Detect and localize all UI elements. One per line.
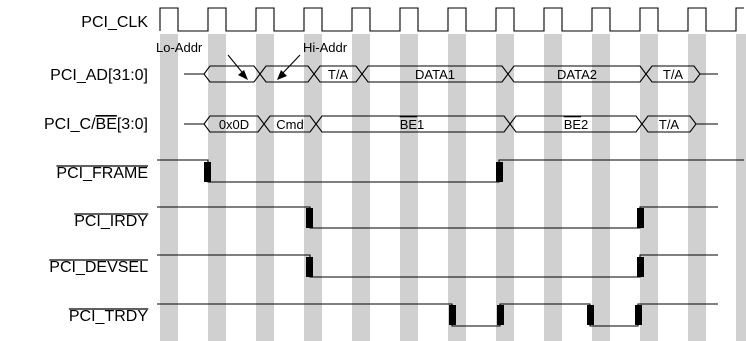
clock-phase-stripes (160, 34, 746, 341)
clock-phase-stripe (496, 34, 514, 341)
signal-label-cbe: PCI_C/BE[3:0] (44, 116, 148, 133)
signal-label-ad: PCI_AD[31:0] (50, 67, 148, 84)
signal-label-trdy: PCI_TRDY (69, 308, 148, 325)
devsel-wave-line (157, 254, 718, 278)
frame-waveform (157, 159, 744, 183)
clock-phase-stripe (736, 34, 746, 341)
cbe-bus-be2-label: BE2 (564, 117, 589, 132)
irdy-wave-line (157, 206, 718, 229)
clock-phase-stripe (256, 34, 274, 341)
ad-bus-ta2-label: T/A (663, 67, 684, 82)
lo-addr-annotation: Lo-Addr (156, 40, 203, 55)
be1-text-overbar-part: BE (400, 117, 418, 132)
clock-phase-stripe (688, 34, 706, 341)
cbe-bus-ta-label: T/A (659, 117, 680, 132)
trdy-edge-marker (587, 305, 594, 325)
clock-phase-stripe (448, 34, 466, 341)
cbe-bus: 0x0D Cmd BE1 BE2 T/A (184, 115, 718, 133)
irdy-waveform (157, 206, 718, 229)
hi-addr-annotation: Hi-Addr (303, 40, 348, 55)
lo-addr-arrowhead (238, 70, 248, 80)
clock-phase-stripe (208, 34, 226, 341)
cbe-label-part: PCI_C/ (44, 116, 96, 133)
ad-bus-data1-label: DATA1 (415, 67, 455, 82)
cbe-bus-cmd-label: Cmd (276, 117, 303, 132)
trdy-edge-marker (449, 305, 456, 325)
frame-wave-line (157, 159, 744, 183)
cbe-label-overbar-part: BE (96, 116, 117, 133)
irdy-edge-marker (306, 208, 313, 228)
clock-phase-stripe (400, 34, 418, 341)
clk-waveform (159, 7, 744, 32)
clock-phase-stripe (544, 34, 562, 341)
trdy-wave-line (157, 303, 718, 327)
be2-text-overbar-part: BE (564, 117, 582, 132)
cbe-bus-be1-label: BE1 (400, 117, 425, 132)
clock-phase-stripe (160, 34, 178, 341)
label-overbars (49, 165, 149, 310)
devsel-edge-marker (637, 257, 644, 277)
frame-edge-marker (496, 162, 503, 182)
cbe-label-part: [3:0] (117, 116, 148, 133)
clock-phase-stripe (352, 34, 370, 341)
devsel-edge-marker (306, 257, 313, 277)
signal-label-clk: PCI_CLK (81, 14, 148, 31)
be1-text-suffix: 1 (417, 117, 424, 132)
trdy-waveform (157, 303, 718, 327)
clock-phase-stripe (304, 34, 322, 341)
signal-label-frame: PCI_FRAME (56, 165, 148, 182)
signal-labels: PCI_CLK PCI_AD[31:0] PCI_C/BE[3:0] PCI_F… (44, 14, 148, 325)
signal-label-irdy: PCI_IRDY (74, 213, 148, 230)
cbe-bus-0x0d-label: 0x0D (219, 117, 249, 132)
irdy-edge-marker (637, 208, 644, 228)
devsel-waveform (157, 254, 718, 278)
trdy-edge-marker (635, 305, 642, 325)
clock-phase-stripe (640, 34, 658, 341)
be2-text-suffix: 2 (581, 117, 588, 132)
hi-addr-arrowhead (277, 70, 287, 80)
address-annotations: Lo-Addr Hi-Addr (156, 40, 348, 80)
ad-bus: T/A DATA1 DATA2 T/A (184, 65, 718, 83)
signal-label-devsel: PCI_DEVSEL (49, 259, 148, 276)
ad-bus-data2-label: DATA2 (557, 67, 597, 82)
trdy-edge-marker (497, 305, 504, 325)
clock-phase-stripe (592, 34, 610, 341)
ad-bus-ta1-label: T/A (328, 67, 349, 82)
frame-edge-marker (204, 162, 211, 182)
